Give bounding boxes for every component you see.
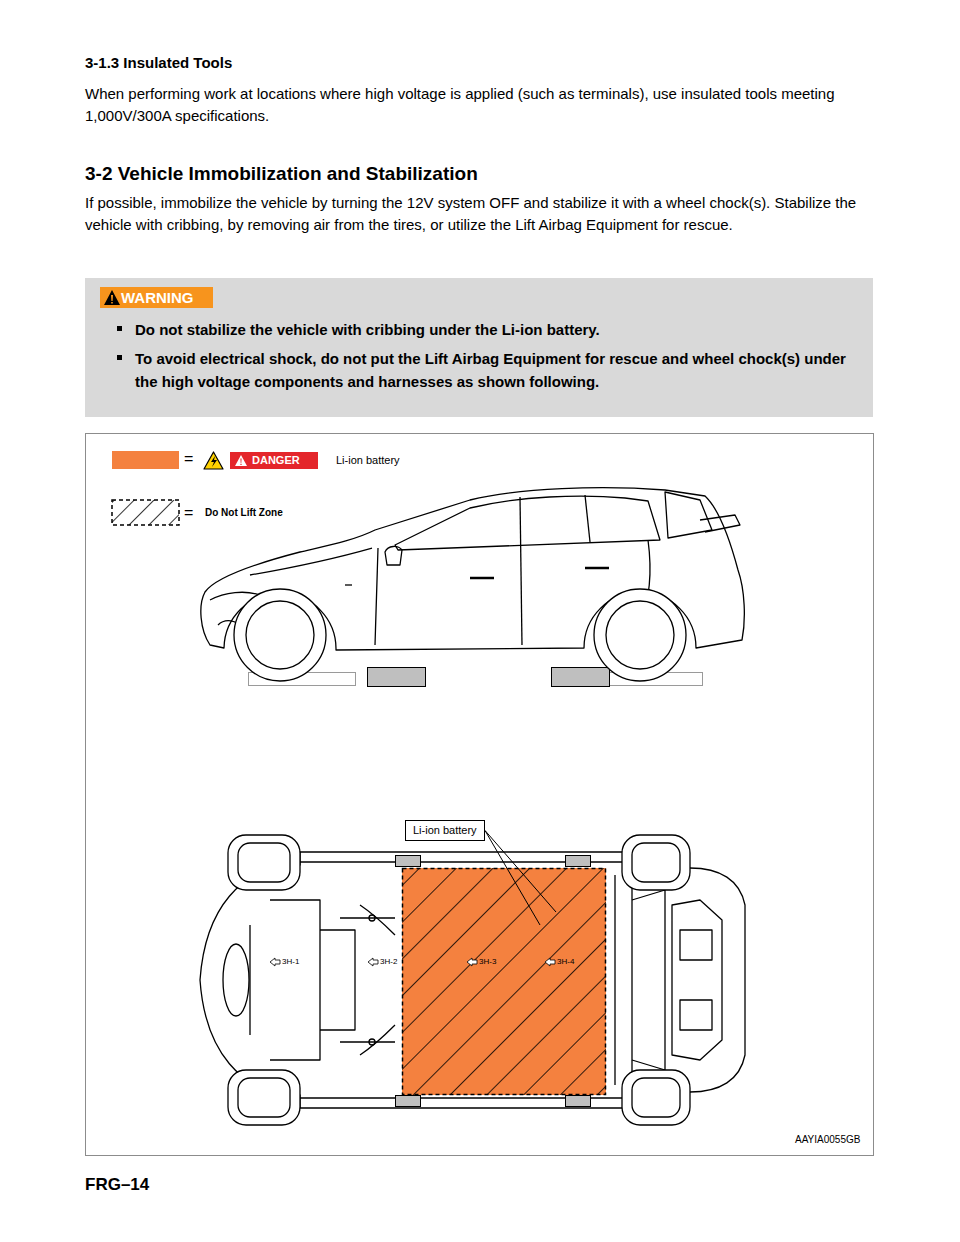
- bullet-marker: [117, 355, 122, 360]
- body-paragraph: If possible, immobilize the vehicle by t…: [85, 192, 885, 236]
- body-paragraph: When performing work at locations where …: [85, 83, 885, 127]
- car-side-view: [201, 488, 744, 681]
- badge-text: DANGER: [252, 454, 300, 467]
- leader-line: [485, 831, 540, 926]
- warning-text: Do not stabilize the vehicle with cribbi…: [135, 318, 850, 341]
- callout-box: Li-ion battery: [405, 820, 485, 841]
- section-heading: 3-2 Vehicle Immobilization and Stabiliza…: [85, 163, 478, 186]
- badge-text: WARNING: [121, 289, 194, 306]
- warning-text: To avoid electrical shock, do not put th…: [135, 347, 850, 393]
- legend-text: Do Not Lift Zone: [205, 507, 283, 518]
- danger-icon: [234, 454, 248, 467]
- page-number: FRG–14: [85, 1175, 149, 1195]
- legend-text: Li-ion battery: [336, 454, 400, 466]
- hatch-swatch: [112, 500, 179, 525]
- view-label: 3H-4: [556, 957, 575, 967]
- warning-badge: WARNING: [100, 287, 213, 308]
- high-voltage-icon: [204, 452, 223, 469]
- warning-triangle: [104, 290, 120, 305]
- legend-equals: =: [184, 503, 193, 522]
- danger-mark: [240, 459, 241, 466]
- figure-frame: [86, 434, 874, 1156]
- section-heading: 3-1.3 Insulated Tools: [85, 54, 232, 72]
- warning-icon: [103, 289, 121, 306]
- lift-pads: [396, 856, 591, 1107]
- leader-line: [485, 831, 556, 913]
- view-label: 3H-3: [478, 957, 497, 967]
- bullet-marker: [117, 326, 122, 331]
- battery-region: [402, 868, 606, 1095]
- car-underside-view: [200, 835, 745, 1125]
- view-label: 3H-2: [379, 957, 398, 967]
- warning-mark: [111, 295, 113, 304]
- danger-triangle: [235, 455, 247, 466]
- figure-code: AAYIA0055GB: [795, 1134, 860, 1146]
- legend-swatch: [112, 451, 179, 469]
- warning-box: WARNING Do not stabilize the vehicle with…: [85, 278, 873, 417]
- legend-equals: =: [184, 449, 193, 468]
- callout-text: Li-ion battery: [413, 824, 477, 837]
- view-arrows: [270, 958, 555, 966]
- view-label: 3H-1: [281, 957, 300, 967]
- danger-badge: DANGER: [230, 452, 318, 469]
